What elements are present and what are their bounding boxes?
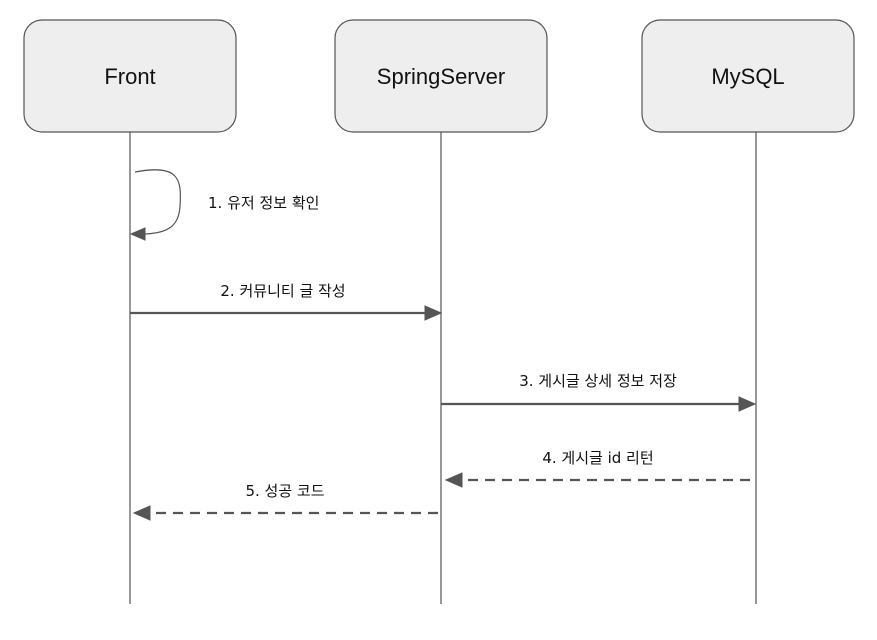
message-2: 2. 커뮤니티 글 작성 [130, 282, 443, 321]
message-4-label: 4. 게시글 id 리턴 [542, 449, 653, 467]
message-1: 1. 유저 정보 확인 [129, 169, 319, 241]
message-1-loop [134, 169, 181, 235]
participant-mysql-label: MySQL [711, 64, 784, 89]
message-4: 4. 게시글 id 리턴 [444, 449, 750, 488]
participant-springserver-label: SpringServer [377, 64, 505, 89]
participant-front-label: Front [104, 64, 155, 89]
participant-mysql: MySQL [641, 19, 855, 133]
message-5-label: 5. 성공 코드 [245, 482, 324, 500]
message-1-label: 1. 유저 정보 확인 [208, 194, 319, 212]
message-5-arrowhead [132, 505, 151, 521]
participant-front: Front [23, 19, 237, 133]
message-2-arrowhead [424, 305, 443, 321]
participant-mysql-box [641, 19, 855, 133]
message-3-label: 3. 게시글 상세 정보 저장 [519, 372, 677, 390]
participant-springserver: SpringServer [334, 19, 548, 133]
message-3-arrowhead [738, 396, 757, 412]
message-4-arrowhead [444, 472, 463, 488]
message-2-label: 2. 커뮤니티 글 작성 [220, 282, 345, 300]
message-1-arrowhead [129, 227, 146, 241]
message-3: 3. 게시글 상세 정보 저장 [441, 372, 757, 412]
message-5: 5. 성공 코드 [132, 482, 438, 521]
